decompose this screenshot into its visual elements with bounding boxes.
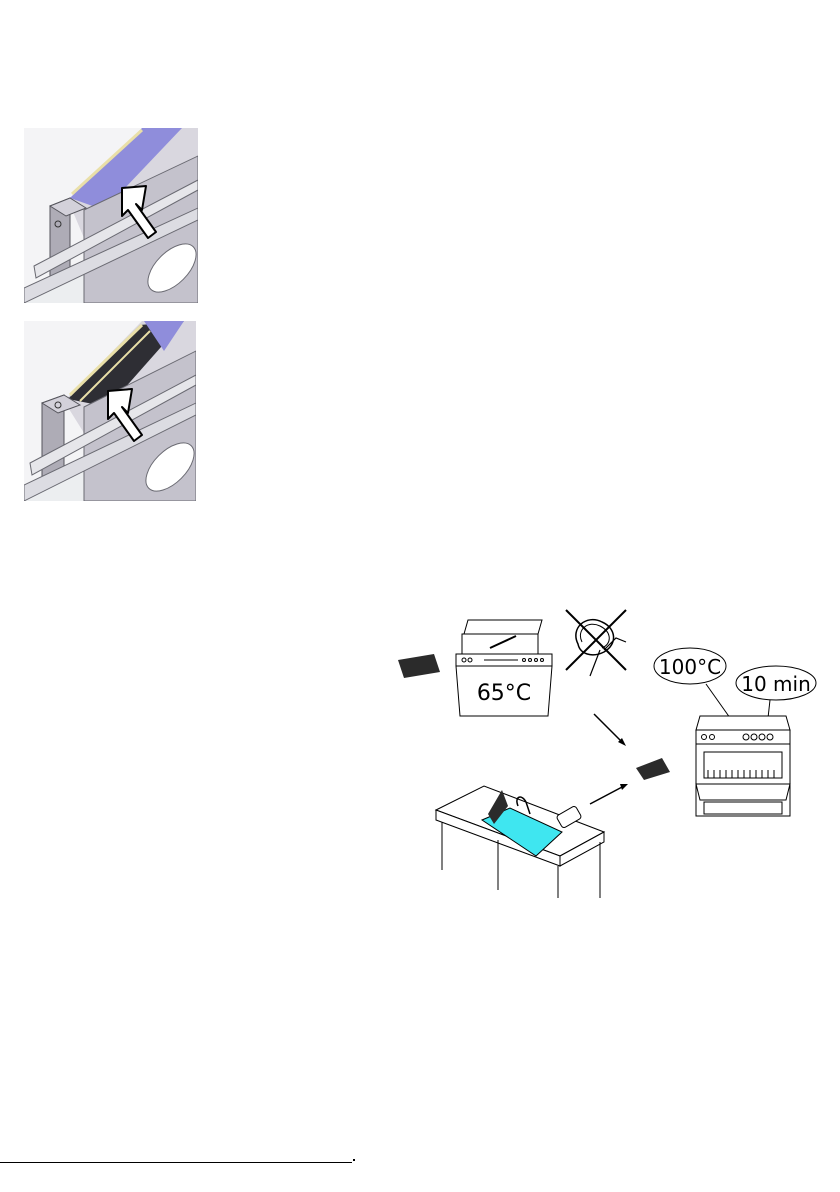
filter-insertion-step-1-figure — [24, 128, 198, 303]
filter-pad-1 — [398, 654, 440, 678]
footnote-dot — [353, 1159, 355, 1161]
sink-counter-icon — [436, 786, 604, 898]
arrow-dishwasher-to-filter — [594, 714, 622, 742]
filter-cleaning-illustration: 65°C 100°C 10 min — [390, 600, 820, 900]
oven-icon — [696, 716, 790, 816]
dishwasher-temperature-label: 65°C — [477, 681, 531, 706]
oven-temperature-label: 100°C — [659, 655, 721, 679]
no-pressure-washer-icon — [566, 610, 626, 676]
footnote-rule — [0, 1162, 352, 1163]
arrow-sink-to-filter — [590, 786, 624, 804]
oven-time-label: 10 min — [741, 672, 811, 696]
filter-insertion-step-2-figure — [24, 321, 196, 501]
filter-pad-2 — [636, 758, 670, 780]
